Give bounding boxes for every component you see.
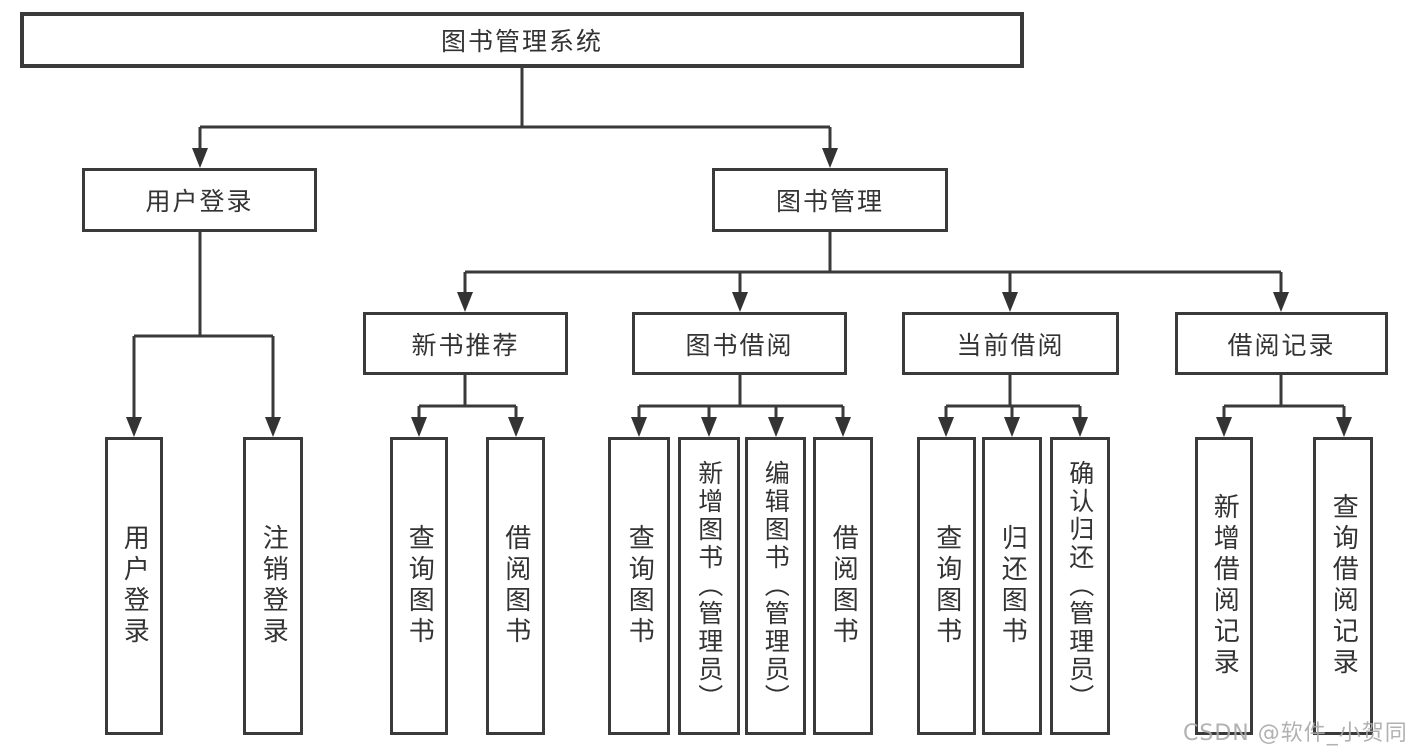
leaf-borrow-books-1: 借阅图书 <box>486 437 545 735</box>
leaf-edit-books-admin: 编辑图书（管理员） <box>745 437 806 735</box>
node-book-management: 图书管理 <box>712 168 948 232</box>
node-label: 查询图书 <box>931 524 962 648</box>
csdn-watermark: CSDN @软件_小贺同学 <box>1183 721 1405 746</box>
node-label: 图书管理 <box>775 187 884 216</box>
leaf-query-books-2: 查询图书 <box>608 437 670 735</box>
node-label: 图书管理系统 <box>440 27 603 56</box>
node-label: 查询借阅记录 <box>1328 493 1359 679</box>
node-label: 新增图书（管理员） <box>694 460 724 712</box>
node-label: 当前借阅 <box>956 330 1065 360</box>
node-new-book-recommend: 新书推荐 <box>363 312 568 375</box>
connector-userlogin-to-leaves <box>126 232 281 437</box>
node-label: 新书推荐 <box>411 330 520 360</box>
connector-records-to-leaves <box>1216 375 1352 437</box>
node-root-library-system: 图书管理系统 <box>20 12 1024 68</box>
node-label: 查询图书 <box>404 524 435 648</box>
node-user-login: 用户登录 <box>82 168 317 232</box>
leaf-confirm-return-admin: 确认归还（管理员） <box>1050 437 1110 735</box>
node-label: 查询图书 <box>624 524 655 648</box>
leaf-query-books-3: 查询图书 <box>917 437 976 735</box>
leaf-add-books-admin: 新增图书（管理员） <box>678 437 740 735</box>
leaf-query-books-1: 查询图书 <box>390 437 448 735</box>
node-label: 用户登录 <box>119 524 150 648</box>
node-label: 借阅图书 <box>500 524 531 648</box>
leaf-user-login: 用户登录 <box>105 437 163 735</box>
leaf-query-borrow-record: 查询借阅记录 <box>1313 437 1373 735</box>
leaf-borrow-books-2: 借阅图书 <box>813 437 873 735</box>
connector-newbook-to-leaves <box>411 375 524 437</box>
node-label: 借阅图书 <box>828 524 859 648</box>
leaf-logout: 注销登录 <box>243 437 303 735</box>
node-label: 归还图书 <box>997 524 1028 648</box>
connector-currentborrow-to-leaves <box>938 375 1088 437</box>
node-label: 确认归还（管理员） <box>1065 460 1095 712</box>
node-book-borrowing: 图书借阅 <box>632 312 847 375</box>
node-label: 借阅记录 <box>1227 330 1336 360</box>
node-label: 用户登录 <box>145 187 254 216</box>
connector-root-to-level2 <box>192 67 838 168</box>
connector-bookmgmt-to-level3 <box>457 232 1289 312</box>
leaf-add-borrow-record: 新增借阅记录 <box>1195 437 1253 735</box>
leaf-return-books: 归还图书 <box>982 437 1042 735</box>
node-label: 新增借阅记录 <box>1209 493 1240 679</box>
node-borrowing-records: 借阅记录 <box>1175 312 1388 375</box>
node-label: 编辑图书（管理员） <box>761 460 791 712</box>
node-label: 图书借阅 <box>685 330 794 360</box>
connector-bookborrow-to-leaves <box>631 375 851 437</box>
node-label: 注销登录 <box>258 524 289 648</box>
node-current-borrowing: 当前借阅 <box>902 312 1119 375</box>
